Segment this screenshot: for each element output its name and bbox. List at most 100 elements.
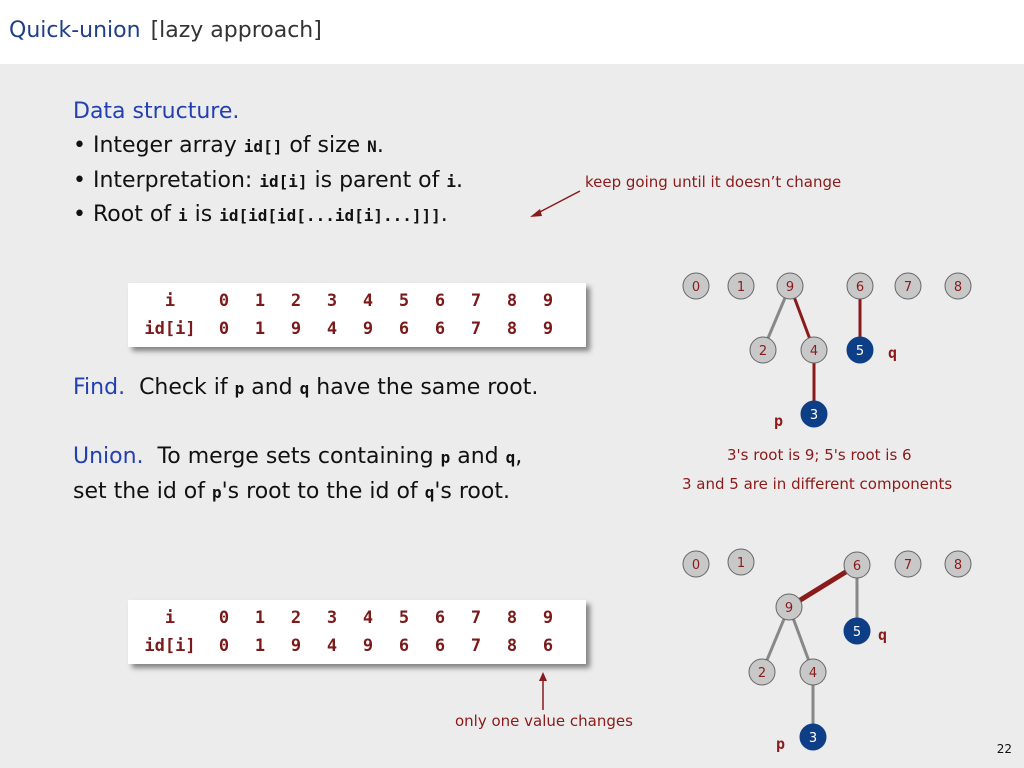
title-subtitle: [lazy approach] <box>150 18 322 43</box>
row-label-i: i <box>164 608 176 628</box>
bullet-1-code-a: id[] <box>243 137 283 156</box>
row-label-id: id[i] <box>144 636 196 656</box>
union-text-b: and <box>450 444 506 469</box>
title-main: Quick-union <box>9 18 141 43</box>
annotation-arrow <box>530 190 581 217</box>
bullet-3-text-a: Root of <box>92 202 179 227</box>
bullet-1-text-c: . <box>376 133 384 158</box>
union-q: q <box>505 448 516 467</box>
bullet-dot: • <box>73 202 86 227</box>
svg-text:8: 8 <box>954 558 962 573</box>
id-array-table-before: i 0 1 2 3 4 5 6 7 8 9 id[i] 0 1 9 4 9 6 … <box>128 283 586 347</box>
svg-text:0: 0 <box>692 558 700 573</box>
changed-value-arrow <box>539 672 547 710</box>
bullet-3-text-c: . <box>440 202 448 227</box>
union-line2-text-b: 's root to the id of <box>221 479 425 504</box>
table-cell: 6 <box>434 291 446 311</box>
table-cell: 8 <box>506 291 518 311</box>
table-cell: 9 <box>542 608 554 628</box>
table-cell: 9 <box>542 319 554 339</box>
find-text-c: have the same root. <box>309 375 539 400</box>
bullet-2: • Interpretation: id[i] is parent of i. <box>73 168 463 193</box>
table-row-i: i 0 1 2 3 4 5 6 7 8 9 <box>128 287 566 315</box>
find-q: q <box>299 379 310 398</box>
table-cell: 7 <box>470 608 482 628</box>
find-text-b: and <box>244 375 300 400</box>
table-cell: 2 <box>290 291 302 311</box>
table-cell: 9 <box>362 319 374 339</box>
node-1: 1 <box>727 548 755 576</box>
table-cell: 2 <box>290 608 302 628</box>
table-row-i: i 0 1 2 3 4 5 6 7 8 9 <box>128 604 566 632</box>
table-cell: 0 <box>218 319 230 339</box>
union-text-a: To merge sets containing <box>143 444 441 469</box>
node-2: 2 <box>748 658 776 686</box>
svg-text:5: 5 <box>853 625 861 640</box>
row-label-i: i <box>164 291 176 311</box>
node-6: 6 <box>846 272 874 300</box>
table-cell: 7 <box>470 636 482 656</box>
table-cell: 5 <box>398 291 410 311</box>
svg-text:2: 2 <box>758 666 766 681</box>
node-9: 9 <box>776 272 804 300</box>
row-label-id: id[i] <box>144 319 196 339</box>
bullet-2-code-b: i <box>446 172 457 191</box>
p-label: p <box>774 412 783 430</box>
table-cell: 8 <box>506 608 518 628</box>
table-cell: 0 <box>218 608 230 628</box>
union-text-c: , <box>515 444 523 469</box>
node-8: 8 <box>944 272 972 300</box>
table-cell: 1 <box>254 608 266 628</box>
node-4: 4 <box>799 658 827 686</box>
page-number: 22 <box>996 742 1012 756</box>
bullet-3-code-a: i <box>178 206 188 225</box>
caption-roots: 3's root is 9; 5's root is 6 <box>727 446 912 464</box>
p-label: p <box>776 735 785 753</box>
node-5-q: 5 <box>846 336 874 364</box>
table-row-id: id[i] 0 1 9 4 9 6 6 7 8 9 <box>128 315 566 343</box>
bullet-2-code-a: id[i] <box>259 172 308 191</box>
table-cell: 6 <box>542 636 554 656</box>
table-cell: 1 <box>254 319 266 339</box>
svg-text:1: 1 <box>737 556 745 571</box>
table-cell: 4 <box>362 291 374 311</box>
table-cell: 6 <box>434 319 446 339</box>
svg-text:5: 5 <box>856 344 864 359</box>
union-line2-p: p <box>211 483 222 502</box>
table-cell: 7 <box>470 291 482 311</box>
node-9: 9 <box>775 593 803 621</box>
bullet-2-text-a: Interpretation: <box>92 168 260 193</box>
find-p: p <box>234 379 245 398</box>
title-bar: Quick-union [lazy approach] <box>0 0 1024 64</box>
bullet-2-text-c: . <box>456 168 464 193</box>
table-cell: 6 <box>434 636 446 656</box>
svg-text:8: 8 <box>954 280 962 295</box>
table-cell: 9 <box>290 636 302 656</box>
table-cell: 9 <box>542 291 554 311</box>
table-cell: 6 <box>434 608 446 628</box>
forest-after-diagram: 0 1 6 7 8 9 5 2 4 3 q p <box>682 548 972 753</box>
node-6: 6 <box>843 551 871 579</box>
union-label: Union. <box>73 444 144 469</box>
find-line: Find. Check if p and q have the same roo… <box>73 375 538 400</box>
table-cell: 9 <box>290 319 302 339</box>
find-text-a: Check if <box>125 375 235 400</box>
node-0: 0 <box>682 272 710 300</box>
bullet-1-code-b: N <box>367 137 377 156</box>
bullet-3-code-b: id[id[id[...id[i]...]]] <box>219 206 441 225</box>
annotation-keep-going: keep going until it doesn’t change <box>585 173 842 191</box>
bullet-dot: • <box>73 168 86 193</box>
caption-components: 3 and 5 are in different components <box>682 475 953 493</box>
svg-text:6: 6 <box>853 559 861 574</box>
svg-text:9: 9 <box>785 601 793 616</box>
table-cell: 0 <box>218 636 230 656</box>
q-label: q <box>888 344 897 362</box>
union-line2-q: q <box>424 483 435 502</box>
svg-text:4: 4 <box>809 666 817 681</box>
annotation-one-value-changes: only one value changes <box>455 712 633 730</box>
union-line2-text-c: 's root. <box>434 479 510 504</box>
node-4: 4 <box>800 336 828 364</box>
slide-title: Quick-union [lazy approach] <box>9 18 322 43</box>
node-7: 7 <box>894 550 922 578</box>
svg-text:3: 3 <box>810 408 818 423</box>
